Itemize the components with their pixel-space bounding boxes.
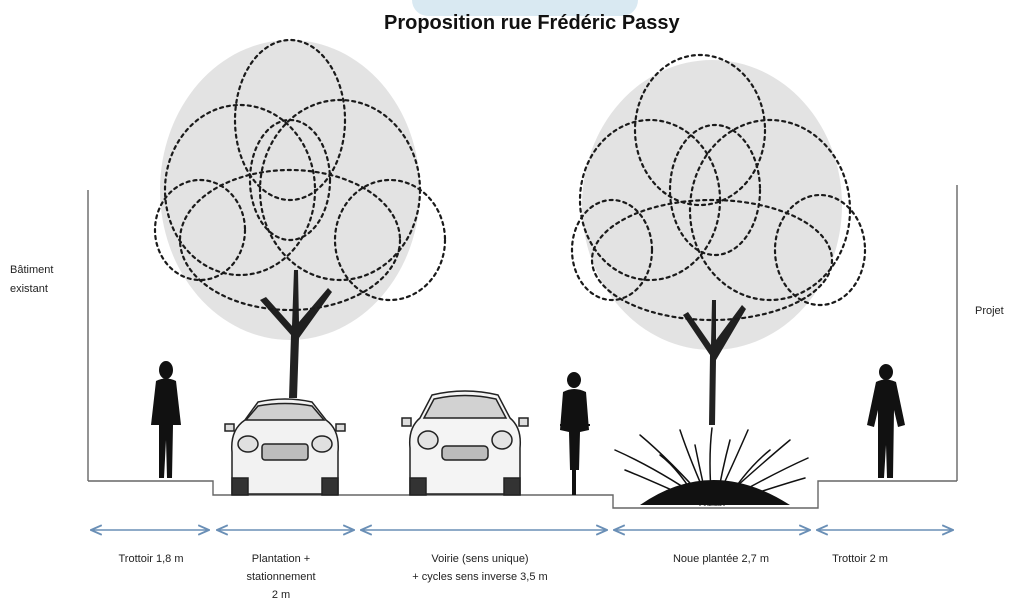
segment-label-line: + cycles sens inverse 3,5 m: [412, 571, 548, 583]
existing-building-label-line2: existant: [10, 283, 48, 295]
moving-car: [401, 390, 529, 496]
segment-label-noue: Noue plantée 2,7 m: [656, 550, 786, 568]
segment-label-line: Trottoir 1,8 m: [118, 553, 184, 565]
segment-label-line: stationnement: [246, 571, 316, 583]
segment-label-voirie: Voirie (sens unique) + cycles sens inver…: [370, 550, 590, 586]
tree-right: [570, 53, 867, 425]
pedestrian-left: [151, 361, 181, 478]
swale-grass-mass: [640, 480, 790, 505]
segment-label-line: Noue plantée 2,7 m: [672, 553, 769, 565]
ground-profile: [87, 185, 958, 509]
segment-label-trottoir-right: Trottoir 2 m: [808, 550, 912, 568]
ground-line: [88, 480, 957, 509]
segment-label-line: 2 m: [271, 589, 291, 601]
cyclist: [560, 372, 590, 495]
parked-car: [224, 398, 346, 496]
project-label: Projet: [975, 305, 1004, 317]
segment-label-trottoir-left: Trottoir 1,8 m: [101, 550, 201, 568]
header-accent-shape: [412, 0, 638, 16]
page-title: Proposition rue Frédéric Passy: [384, 12, 680, 34]
pedestrian-right: [867, 364, 905, 478]
segment-label-line: Trottoir 2 m: [832, 553, 888, 565]
existing-building-label: Bâtiment existant: [10, 261, 53, 299]
segment-label-line: Voirie (sens unique): [431, 553, 529, 565]
segment-label-plantation: Plantation + stationnement 2 m: [226, 550, 336, 604]
tree-left: [153, 38, 447, 398]
existing-building-label-line1: Bâtiment: [10, 264, 54, 276]
segment-label-line: Plantation +: [251, 553, 311, 565]
